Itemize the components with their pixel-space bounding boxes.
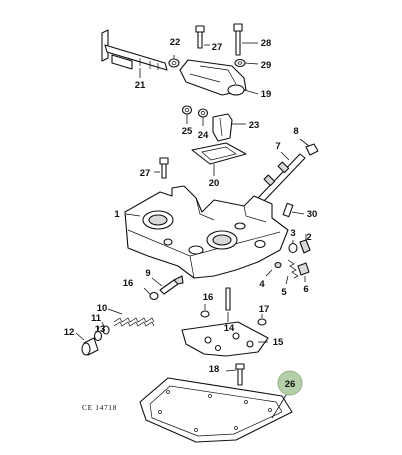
part-27-bolt-mid xyxy=(154,157,169,179)
callout-7: 7 xyxy=(275,141,280,152)
part-20-gasket xyxy=(191,142,247,176)
callout-30: 30 xyxy=(307,209,318,220)
part-21-shaft xyxy=(101,29,168,78)
part-14-pin xyxy=(225,287,231,322)
part-25-washer xyxy=(181,105,193,124)
part-7-valve-rod xyxy=(257,151,306,203)
callout-17: 17 xyxy=(259,304,270,315)
callout-16-right: 16 xyxy=(203,292,214,303)
part-1-valve-body xyxy=(124,185,289,279)
callout-27-top: 27 xyxy=(212,42,223,53)
part-11-ring xyxy=(101,321,110,335)
callout-11: 11 xyxy=(91,313,102,324)
part-6-plug xyxy=(297,262,310,282)
callout-14: 14 xyxy=(224,323,235,334)
callout-5: 5 xyxy=(281,287,287,298)
callout-2: 2 xyxy=(306,232,311,243)
callout-15: 15 xyxy=(273,337,284,348)
callout-25: 25 xyxy=(182,126,193,137)
callout-9: 9 xyxy=(145,268,150,279)
part-10-spring xyxy=(107,308,155,327)
part-13-seal xyxy=(93,325,103,342)
callout-12: 12 xyxy=(64,327,75,338)
callout-22: 22 xyxy=(170,37,181,48)
highlight-marker[interactable] xyxy=(277,370,303,396)
drawing-code: CE 14718 xyxy=(82,403,117,412)
callout-26: 26 xyxy=(285,379,296,390)
callout-labels: 1 2 3 4 5 6 7 8 9 10 11 12 13 14 15 16 1… xyxy=(64,37,318,390)
callout-19: 19 xyxy=(261,89,272,100)
callout-28: 28 xyxy=(261,38,272,49)
callout-29: 29 xyxy=(261,60,272,71)
part-8-cap xyxy=(299,138,319,156)
part-15-plate xyxy=(181,321,269,357)
part-19-lever xyxy=(179,59,259,96)
callout-18: 18 xyxy=(209,364,220,375)
callout-16-left: 16 xyxy=(123,278,134,289)
part-5-spring xyxy=(285,259,299,285)
callout-23: 23 xyxy=(249,120,260,131)
part-3-seal xyxy=(288,240,298,254)
part-16-washer-right xyxy=(200,304,210,318)
part-9-valve xyxy=(151,275,184,295)
callout-6: 6 xyxy=(303,284,308,295)
part-18-bolt xyxy=(225,363,245,386)
callout-1: 1 xyxy=(114,209,120,220)
callout-4: 4 xyxy=(259,279,265,290)
callout-24: 24 xyxy=(198,130,209,141)
part-16-washer-left xyxy=(143,287,159,301)
callout-3: 3 xyxy=(290,228,295,239)
part-17-washer xyxy=(257,314,267,326)
part-29-washer xyxy=(234,58,259,68)
callout-20: 20 xyxy=(209,178,220,189)
part-2-plug xyxy=(299,234,311,254)
part-12-plug xyxy=(75,332,99,356)
callout-21: 21 xyxy=(135,80,146,91)
callout-10: 10 xyxy=(97,303,108,314)
callout-27-mid: 27 xyxy=(140,168,151,179)
part-26-gasket xyxy=(139,377,293,443)
callout-8: 8 xyxy=(293,126,298,137)
part-30-screw xyxy=(282,202,305,218)
part-4-pin xyxy=(265,261,282,277)
part-23-bracket xyxy=(212,113,246,142)
part-22-washer xyxy=(168,55,180,68)
part-28-bolt xyxy=(233,23,258,56)
part-24-washer xyxy=(197,108,209,126)
callout-13: 13 xyxy=(95,324,106,335)
part-27-bolt-top xyxy=(195,25,210,49)
